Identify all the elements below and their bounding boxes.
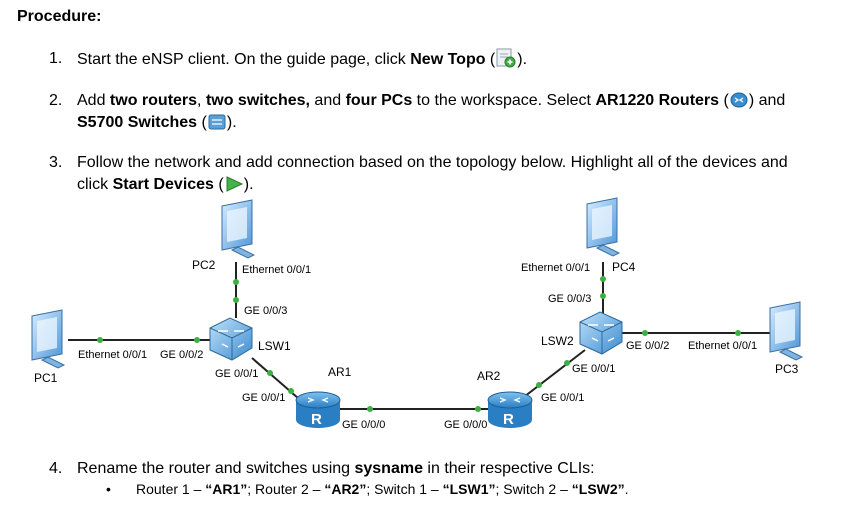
lsw2-device[interactable]	[579, 311, 623, 355]
port-label: GE 0/0/1	[541, 392, 584, 404]
bullet-text: Router 1 –	[136, 481, 206, 497]
ar2-label: AR2	[477, 369, 501, 383]
step-text: (	[197, 114, 207, 131]
step-number: 1.	[49, 50, 63, 67]
port-dot	[97, 337, 103, 343]
port-label: GE 0/0/0	[444, 419, 487, 431]
procedure-heading: Procedure:	[17, 8, 102, 25]
step-bold: two routers	[109, 92, 198, 109]
step-text: (	[485, 51, 496, 68]
port-dot	[233, 297, 239, 303]
bullet-symbol: •	[106, 481, 111, 497]
step-bold: four PCs	[345, 92, 413, 109]
bullet-bold: “LSW2”	[571, 481, 625, 497]
bullet-bold: “LSW1”	[442, 481, 496, 497]
port-label: Ethernet 0/0/1	[521, 262, 590, 274]
pc2-device[interactable]	[221, 199, 256, 259]
ar2-device[interactable]: R	[487, 391, 533, 428]
step-text: Follow the network and add connection ba…	[77, 154, 788, 171]
router-icon	[729, 91, 749, 116]
port-label: GE 0/0/2	[160, 349, 203, 361]
port-label: GE 0/0/1	[242, 392, 285, 404]
port-dot	[600, 276, 606, 282]
play-icon	[224, 175, 244, 200]
step-text: Rename the router and switches using	[77, 460, 355, 477]
port-label: GE 0/0/3	[548, 293, 591, 305]
step-number: 3.	[49, 154, 63, 171]
port-dot	[194, 337, 200, 343]
port-label: GE 0/0/3	[244, 305, 287, 317]
lsw1-label: LSW1	[258, 339, 291, 353]
port-label: Ethernet 0/0/1	[242, 264, 311, 276]
port-dot	[367, 406, 373, 412]
ar1-device[interactable]: R	[295, 391, 341, 428]
step-text: ) and	[748, 92, 786, 109]
bullet-text: .	[624, 481, 629, 497]
step-text: (	[719, 92, 729, 109]
port-dot	[564, 360, 570, 366]
step-text: ).	[517, 51, 528, 68]
pc4-device[interactable]	[586, 197, 621, 257]
port-dot	[735, 330, 741, 336]
bullet-bold: “AR2”	[324, 481, 367, 497]
port-label: GE 0/0/1	[215, 368, 258, 380]
port-dot	[288, 388, 294, 394]
step-bold: S5700 Switches	[77, 114, 198, 131]
step-text: click	[77, 176, 113, 193]
pc2-label: PC2	[192, 258, 216, 272]
step-text: Add	[77, 92, 110, 109]
port-dot	[233, 279, 239, 285]
router-glyph: R	[503, 411, 514, 428]
pc1-device[interactable]	[31, 309, 66, 369]
step-text: ).	[226, 114, 237, 131]
step-text: Start the eNSP client. On the guide page…	[77, 51, 411, 68]
pc3-label: PC3	[775, 362, 799, 376]
step-number: 4.	[49, 460, 63, 477]
pc3-device[interactable]	[769, 301, 804, 361]
port-dot	[642, 330, 648, 336]
step-text: ).	[243, 176, 254, 193]
port-label: GE 0/0/2	[626, 340, 669, 352]
router-glyph: R	[311, 411, 322, 428]
new-topo-label: New Topo	[410, 51, 486, 68]
port-dot	[600, 293, 606, 299]
start-devices-label: Start Devices	[112, 176, 214, 193]
bullet-text: ; Switch 1 –	[366, 481, 443, 497]
bullet-text: ; Router 2 –	[247, 481, 325, 497]
switch-icon	[207, 113, 227, 138]
step-bold: AR1220 Routers	[595, 92, 720, 109]
links	[68, 262, 770, 410]
port-label: GE 0/0/0	[342, 419, 385, 431]
bullet-bold: “AR1”	[205, 481, 248, 497]
lsw1-device[interactable]	[209, 317, 253, 361]
port-dots	[97, 276, 741, 412]
port-dot	[475, 406, 481, 412]
step-text: to the workspace. Select	[412, 92, 596, 109]
port-label: Ethernet 0/0/1	[78, 349, 147, 361]
port-label: Ethernet 0/0/1	[688, 340, 757, 352]
step-text: and	[309, 92, 346, 109]
sysname-label: sysname	[354, 460, 423, 477]
new-topo-icon	[495, 48, 517, 75]
bullet-text: ; Switch 2 –	[495, 481, 572, 497]
port-dot	[536, 382, 542, 388]
step-text: ,	[197, 92, 206, 109]
step-number: 2.	[49, 92, 63, 109]
step-text: (	[213, 176, 224, 193]
ar1-label: AR1	[328, 365, 352, 379]
pc1-label: PC1	[34, 371, 58, 385]
port-dot	[267, 370, 273, 376]
step-text: in their respective CLIs:	[422, 460, 595, 477]
step-bold: two switches,	[205, 92, 310, 109]
link-ar2-lsw2	[519, 349, 586, 401]
port-label: GE 0/0/1	[572, 363, 615, 375]
pc4-label: PC4	[612, 260, 636, 274]
lsw2-label: LSW2	[541, 334, 574, 348]
